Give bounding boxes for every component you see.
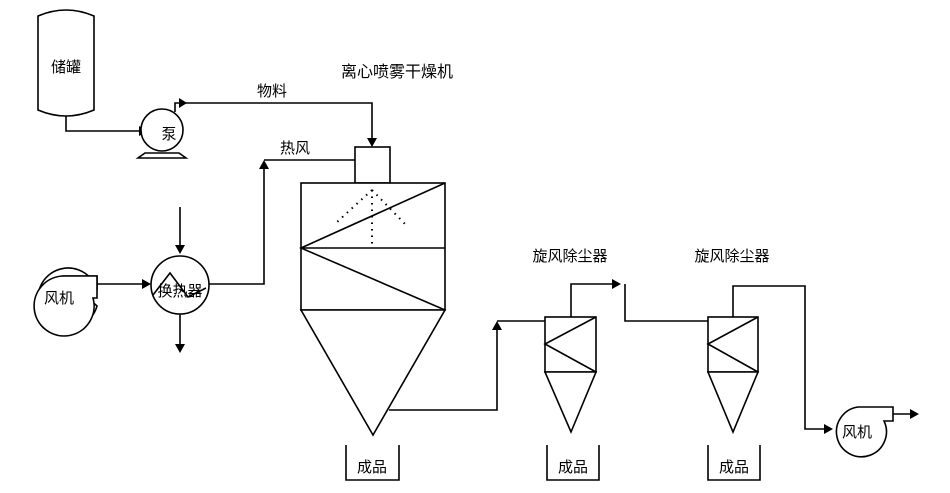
material-line-arrow-end xyxy=(367,138,377,147)
dryer-title: 离心喷雾干燥机 xyxy=(341,62,453,81)
cyclone1-to-cyclone2-line xyxy=(624,284,708,322)
product-label-2: 成品 xyxy=(558,458,588,476)
hot-air-line xyxy=(209,169,265,285)
exhaust-fan-label: 风机 xyxy=(842,423,872,441)
exhaust-fan: 风机 xyxy=(835,406,894,458)
cyclone2-outlet-arrow xyxy=(824,424,833,434)
atomizer xyxy=(354,146,391,184)
cyclone-1 xyxy=(543,316,598,435)
heat-exchanger-label: 换热器 xyxy=(157,282,202,300)
heat-exchanger: 换热器 xyxy=(150,255,210,315)
material-line xyxy=(174,102,373,138)
hot-air-arrow-up xyxy=(259,160,269,169)
fan-to-exchanger-arrow xyxy=(142,279,151,289)
material-line-arrow-start xyxy=(179,98,187,108)
cyclone-2 xyxy=(706,316,760,435)
pump-label: 泵 xyxy=(161,125,176,143)
product-outlet-cyclone2: 成品 xyxy=(707,445,761,481)
storage-tank: 储罐 xyxy=(37,9,95,117)
inlet-fan: 风机 xyxy=(33,267,98,337)
cyclone2-label: 旋风除尘器 xyxy=(694,247,769,265)
product-outlet-cyclone1: 成品 xyxy=(546,445,600,481)
material-label: 物料 xyxy=(257,82,287,100)
product-label-1: 成品 xyxy=(357,458,387,476)
product-outlet-dryer: 成品 xyxy=(345,445,400,481)
hot-air-label: 热风 xyxy=(280,139,310,157)
cyclone1-label: 旋风除尘器 xyxy=(532,247,607,265)
pump: 泵 xyxy=(135,108,189,159)
exhaust-out-arrow xyxy=(910,409,919,419)
cyclone2-outlet-line xyxy=(732,285,824,430)
cyclone1-outlet-line xyxy=(570,283,612,317)
dryer-to-cyclone1-arrow-up xyxy=(492,321,502,330)
spray-dryer xyxy=(299,146,447,437)
cyclone1-outlet-arrow xyxy=(612,279,621,289)
product-label-3: 成品 xyxy=(719,458,749,476)
dryer-to-cyclone1-line xyxy=(389,330,498,411)
heating-medium-out-arrow xyxy=(175,344,185,353)
inlet-fan-label: 风机 xyxy=(44,289,74,307)
tank-to-pump-line xyxy=(65,116,140,132)
storage-tank-label: 储罐 xyxy=(51,58,81,76)
spray-pattern xyxy=(336,189,407,245)
heating-medium-in-arrow xyxy=(175,245,185,254)
